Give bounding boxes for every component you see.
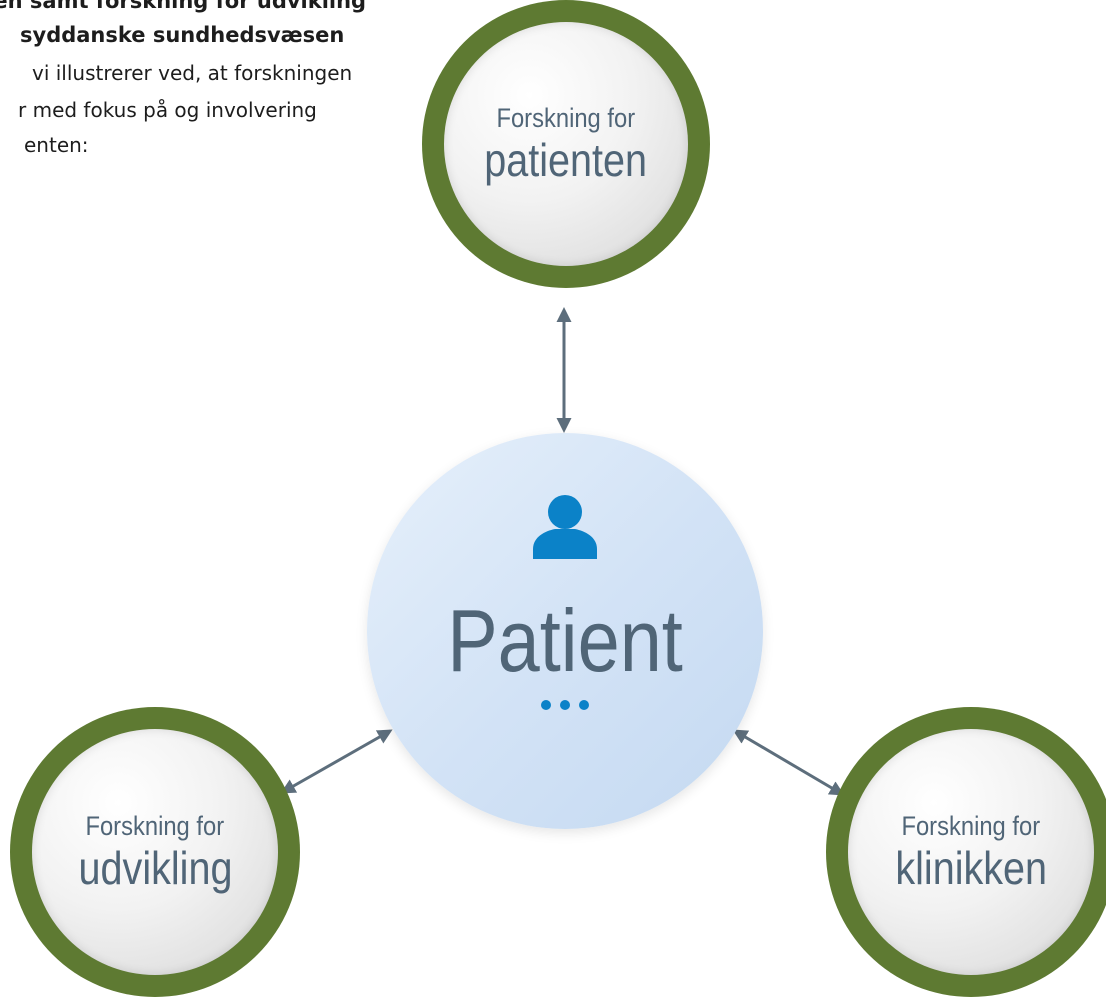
center-title: Patient: [447, 591, 683, 690]
arrow-left: [280, 729, 393, 794]
intro-text: ken samt forskning for udvikling syddans…: [0, 0, 430, 170]
node-top-prefix: Forskning for: [496, 103, 636, 133]
center-patient-circle: Patient: [367, 433, 763, 829]
node-left-prefix: Forskning for: [85, 811, 225, 841]
person-icon: [533, 495, 597, 559]
arrow-right: [732, 729, 845, 796]
node-top: Forskning for patienten: [444, 22, 688, 266]
intro-body-line-2: r med fokus på og involvering: [18, 98, 317, 122]
node-right-ring: Forskning for klinikken: [826, 707, 1106, 997]
node-right-prefix: Forskning for: [901, 811, 1041, 841]
node-top-label: patienten: [484, 134, 648, 186]
node-left-ring: Forskning for udvikling: [10, 707, 300, 997]
node-right-label: klinikken: [895, 842, 1047, 894]
intro-heading-line-2: syddanske sundhedsvæsen: [20, 23, 345, 47]
ellipsis-icon: [541, 700, 589, 710]
node-top-ring: Forskning for patienten: [422, 0, 710, 288]
intro-heading-line-1: ken samt forskning for udvikling: [0, 0, 367, 13]
intro-body-line-1: vi illustrerer ved, at forskningen: [32, 61, 353, 85]
node-left-label: udvikling: [78, 842, 232, 894]
node-left: Forskning for udvikling: [32, 729, 278, 975]
node-right: Forskning for klinikken: [848, 729, 1094, 975]
intro-body-line-3: enten:: [24, 133, 89, 157]
